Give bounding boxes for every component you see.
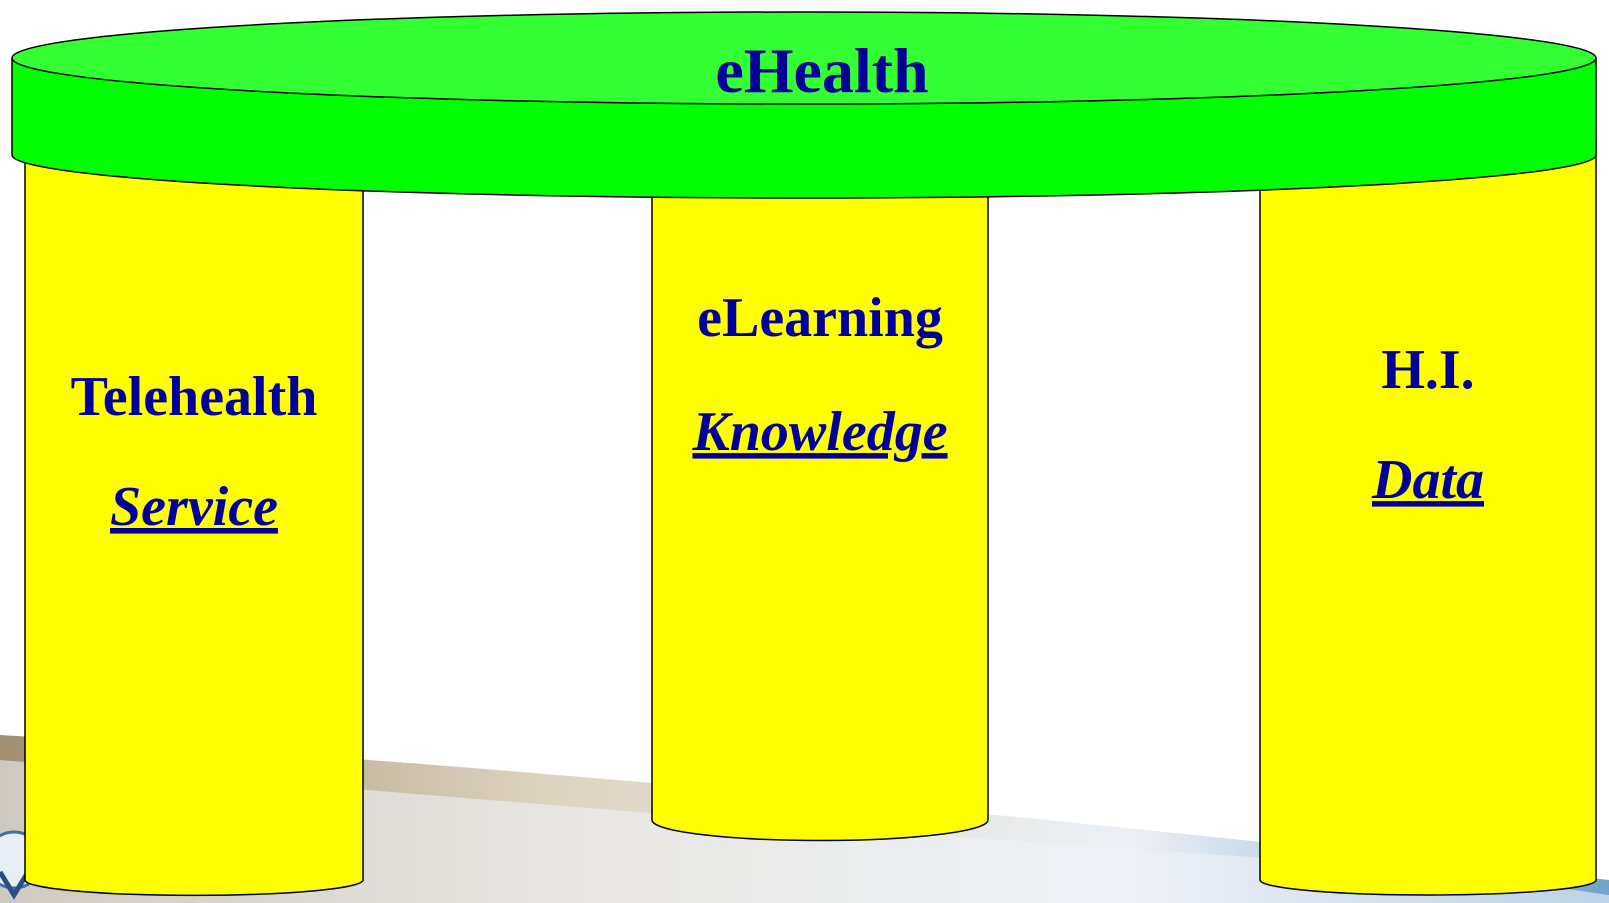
pillar-elearning: eLearning Knowledge [651, 149, 989, 842]
table-top: eHealth [11, 11, 1597, 199]
pillar-elearning-subheading: Knowledge [691, 401, 947, 463]
pillar-telehealth-heading: Telehealth [71, 366, 318, 428]
pillar-hi-subheading: Data [1371, 449, 1484, 511]
pillar-hi: H.I. Data [1259, 139, 1597, 896]
pillar-hi-heading: H.I. [1381, 339, 1474, 401]
pillar-telehealth: Telehealth Service [24, 129, 364, 897]
pillar-telehealth-subheading: Service [110, 476, 278, 538]
pillar-elearning-heading: eLearning [697, 287, 943, 349]
table-top-title: eHealth [715, 35, 928, 106]
